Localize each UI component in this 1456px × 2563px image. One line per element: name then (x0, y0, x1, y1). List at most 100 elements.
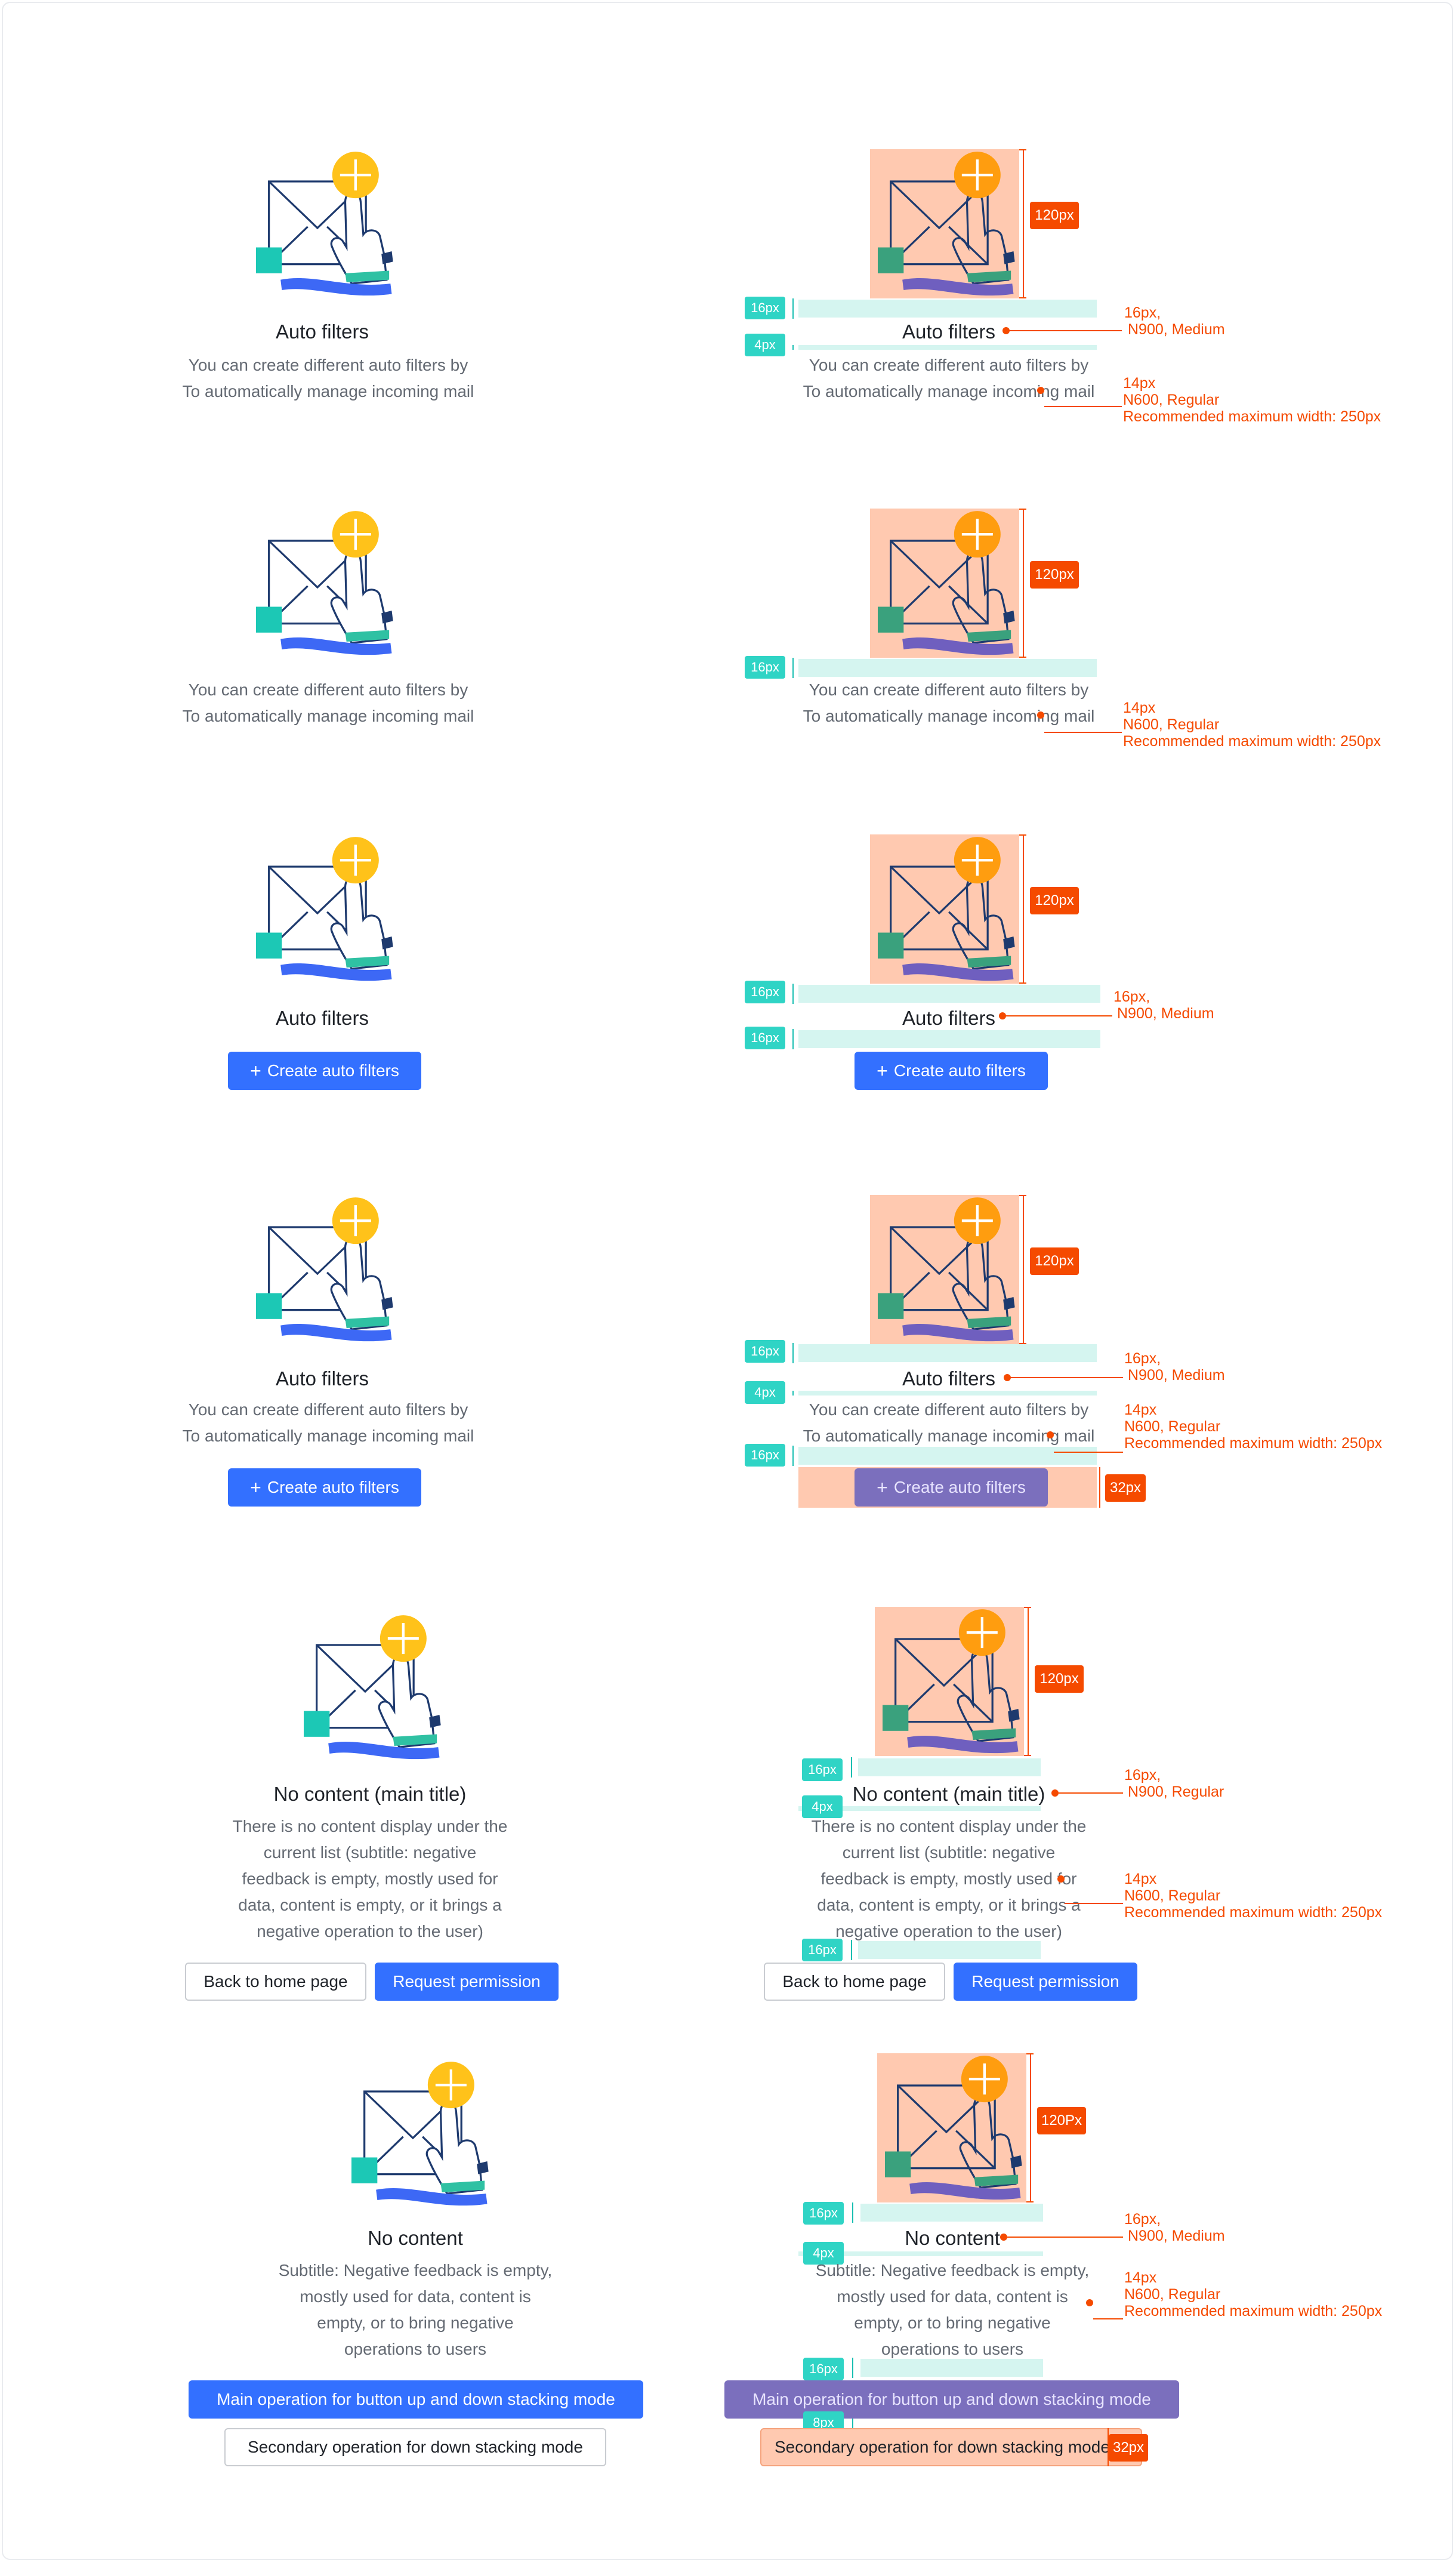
spacing-block (798, 985, 1100, 1003)
spacing-tag: 4px (745, 334, 785, 356)
subtitle-annotation: 14px N600, Regular Recommended maximum w… (1123, 700, 1381, 750)
mail-auto-filter-illustration (875, 1196, 1020, 1351)
annotation-line (1044, 732, 1122, 733)
create-auto-filters-button[interactable]: +Create auto filters (855, 1052, 1048, 1090)
main-stacked-button[interactable]: Main operation for button up and down st… (724, 2380, 1179, 2419)
title-annotation: 16px,N900, Regular (1124, 1767, 1224, 1800)
create-auto-filters-button[interactable]: +Create auto filters (228, 1052, 421, 1090)
dimension-cap (1026, 2201, 1034, 2202)
size-tag: 120Px (1037, 2107, 1086, 2134)
size-tag: 120px (1030, 561, 1079, 589)
plus-icon: + (250, 1060, 261, 1082)
plus-icon: + (877, 1060, 888, 1082)
subtitle-annotation: 14px N600, Regular Recommended maximum w… (1123, 375, 1381, 425)
dimension-cap (1019, 149, 1026, 150)
plus-icon: + (877, 1477, 888, 1498)
empty-state-title: Auto filters (902, 1367, 995, 1390)
spacing-tag: 16px (745, 656, 785, 679)
empty-state-title: No content (main title) (273, 1783, 467, 1805)
subtitle-annotation: 14px N600, Regular Recommended maximum w… (1124, 1871, 1383, 1921)
annotation-dot (1037, 711, 1044, 719)
annotation-dot (1057, 1875, 1065, 1883)
back-to-home-button[interactable]: Back to home page (764, 1963, 945, 2001)
dimension-cap (1019, 297, 1026, 298)
spacing-tag: 16px (802, 1939, 843, 1961)
dimension-cap (1019, 657, 1026, 658)
request-permission-button[interactable]: Request permission (954, 1963, 1137, 2001)
empty-state-title: Auto filters (276, 321, 369, 343)
empty-state-title: No content (main title) (852, 1783, 1045, 1805)
annotation-dot (1004, 1374, 1011, 1381)
spacing-tag: 16px (745, 981, 785, 1003)
spacing-block (798, 300, 1097, 318)
spacing-marker (792, 984, 794, 1004)
mail-auto-filter-illustration (875, 150, 1020, 306)
height-dimension (1099, 1467, 1100, 1508)
spacing-block (798, 1030, 1100, 1048)
mail-auto-filter-illustration (253, 1196, 399, 1351)
spacing-tag: 16px (745, 1027, 785, 1049)
annotation-line (1010, 1377, 1123, 1378)
title-annotation: 16px,N900, Medium (1124, 304, 1225, 338)
annotation-dot (1000, 2234, 1007, 2241)
dimension-cap (1019, 982, 1026, 984)
spacing-block (798, 1806, 1041, 1811)
spacing-marker (792, 298, 794, 319)
empty-state-subtitle: Subtitle: Negative feedback is empty, mo… (278, 2261, 553, 2358)
create-auto-filters-button[interactable]: +Create auto filters (228, 1468, 421, 1507)
annotation-dot (1002, 327, 1010, 334)
annotation-line (1008, 330, 1122, 331)
size-tag: 32px (1105, 1474, 1146, 1502)
spacing-marker (792, 658, 794, 678)
spacing-tag: 16px (802, 1758, 843, 1781)
subtitle-annotation: 14px N600, Regular Recommended maximum w… (1124, 1401, 1383, 1452)
dimension-cap (1024, 1755, 1031, 1756)
annotation-dot (1037, 387, 1044, 394)
spacing-marker (851, 1757, 852, 1778)
empty-state-subtitle: Subtitle: Negative feedback is empty, mo… (815, 2261, 1090, 2358)
create-auto-filters-button[interactable]: +Create auto filters (855, 1468, 1048, 1507)
height-dimension (1023, 1195, 1024, 1344)
spacing-marker (852, 2202, 853, 2223)
request-permission-button[interactable]: Request permission (375, 1963, 559, 2001)
spacing-block (798, 2251, 1043, 2256)
back-to-home-button[interactable]: Back to home page (185, 1963, 366, 2001)
annotation-line (1059, 1792, 1123, 1794)
height-dimension (1023, 509, 1024, 658)
empty-state-subtitle: You can create different auto filters by… (182, 356, 474, 401)
height-dimension (1030, 2053, 1031, 2202)
title-annotation: 16px,N900, Medium (1124, 2211, 1225, 2244)
mail-auto-filter-illustration (253, 836, 399, 991)
spacing-marker (852, 2419, 853, 2428)
annotation-dot (1086, 2299, 1093, 2306)
spacing-tag: 16px (803, 2202, 844, 2225)
empty-state-title: Auto filters (276, 1007, 369, 1029)
spacing-block (798, 1344, 1097, 1362)
mail-auto-filter-illustration (882, 2054, 1028, 2210)
spacing-tag: 4px (803, 2242, 844, 2265)
spacing-block (860, 2204, 1043, 2222)
spacing-tag: 4px (802, 1795, 843, 1818)
empty-state-subtitle: You can create different auto filters by… (803, 356, 1095, 401)
mail-auto-filter-illustration (348, 2060, 494, 2216)
secondary-stacked-button[interactable]: Secondary operation for down stacking mo… (760, 2428, 1142, 2466)
annotation-dot (1051, 1789, 1059, 1797)
spacing-marker (852, 2358, 853, 2378)
spacing-marker (792, 345, 794, 350)
dimension-cap (1024, 1607, 1031, 1608)
empty-state-title: Auto filters (902, 321, 995, 343)
height-dimension (1028, 1607, 1029, 1756)
secondary-stacked-button[interactable]: Secondary operation for down stacking mo… (224, 2428, 606, 2466)
main-stacked-button[interactable]: Main operation for button up and down st… (189, 2380, 643, 2419)
plus-icon: + (250, 1477, 261, 1498)
empty-state-title: No content (905, 2227, 1000, 2249)
empty-state-subtitle: You can create different auto filters by… (182, 1400, 474, 1445)
spacing-marker (792, 1446, 794, 1466)
spacing-tag: 4px (745, 1381, 785, 1404)
spacing-block (798, 1447, 1097, 1465)
annotation-line (1005, 1015, 1112, 1016)
empty-state-subtitle: There is no content display under the cu… (811, 1817, 1087, 1940)
spacing-marker (851, 1940, 852, 1960)
mail-auto-filter-illustration (875, 836, 1020, 991)
